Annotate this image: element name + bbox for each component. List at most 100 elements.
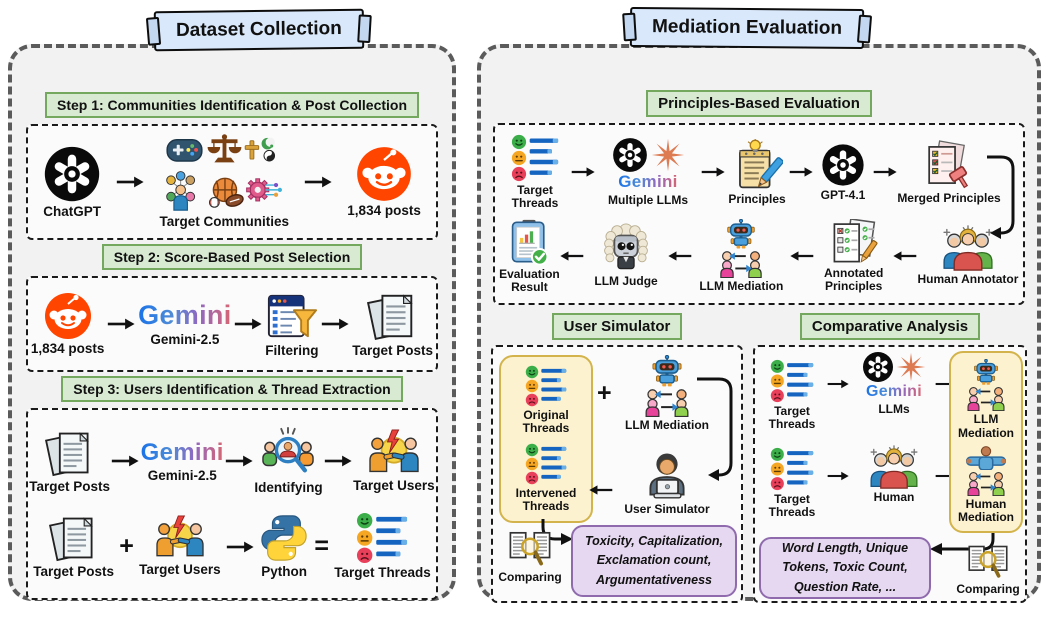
target-communities-node: Target Communities bbox=[159, 134, 289, 230]
multiple-llms-node: Gemini Multiple LLMs bbox=[595, 137, 701, 207]
step3-box: Target Posts Gemini Gemini-2.5 Identifyi… bbox=[26, 408, 438, 600]
gemini-model-label: Gemini-2.5 bbox=[147, 467, 217, 483]
human-node: Human bbox=[853, 445, 935, 504]
target-threads-node: Target Threads bbox=[334, 512, 431, 581]
filtering-node: Filtering bbox=[265, 290, 319, 359]
merged-principles-icon bbox=[924, 140, 974, 190]
posts-count-label: 1,834 posts bbox=[30, 340, 105, 356]
gemini-wordmark: Gemini bbox=[140, 438, 224, 466]
comparing-node: Comparing bbox=[495, 529, 565, 584]
llm-mediation-node: LLM Mediation bbox=[615, 355, 719, 432]
target-threads-node: Target Threads bbox=[755, 359, 829, 431]
step1-box: ChatGPT Target Communities 1,834 posts bbox=[26, 124, 438, 240]
arrow-left-icon bbox=[668, 249, 692, 263]
people-pair-icon bbox=[719, 250, 763, 278]
gpt41-label: GPT-4.1 bbox=[820, 187, 866, 202]
principles-node: Principles bbox=[725, 139, 789, 206]
filter-icon bbox=[266, 290, 318, 342]
documents-icon bbox=[45, 428, 95, 478]
posts-count-label: 1,834 posts bbox=[347, 202, 421, 218]
comparative-metrics-box: Word Length, Unique Tokens, Toxic Count,… bbox=[759, 537, 931, 599]
arrow-right-icon bbox=[873, 165, 897, 179]
target-users-label: Target Users bbox=[139, 562, 221, 578]
arrow-right-icon bbox=[111, 454, 139, 468]
llm-mediation-label: LLM Mediation bbox=[958, 412, 1014, 440]
arrow-right-icon bbox=[789, 165, 813, 179]
gemini-wordmark: Gemini bbox=[138, 300, 232, 331]
arrow-right-icon bbox=[827, 469, 849, 483]
arrow-right-icon bbox=[324, 454, 352, 468]
arrow-right-icon bbox=[321, 317, 349, 331]
target-users-node: Target Users bbox=[139, 515, 221, 578]
user-simulator-icon bbox=[640, 453, 694, 501]
comparing-icon bbox=[507, 529, 553, 569]
annotated-principles-icon bbox=[829, 219, 879, 265]
reddit-posts-node: 1,834 posts bbox=[347, 146, 421, 219]
dataset-collection-title-text: Dataset Collection bbox=[175, 17, 342, 42]
merged-principles-label: Merged Principles bbox=[897, 190, 1001, 205]
chatgpt-icon bbox=[862, 351, 894, 383]
python-node: Python bbox=[259, 513, 309, 580]
gemini-model-label: Gemini-2.5 bbox=[150, 332, 220, 348]
llm-mediation-label: LLM Mediation bbox=[699, 278, 784, 293]
equals-operator: = bbox=[314, 532, 329, 561]
comparing-node: Comparing bbox=[955, 543, 1021, 596]
llms-node: Gemini LLMs bbox=[853, 351, 935, 416]
step3-header: Step 3: Users Identification & Thread Ex… bbox=[61, 376, 403, 402]
arrow-right-icon bbox=[226, 540, 254, 554]
plus-operator: + bbox=[119, 532, 134, 561]
gpt41-node: GPT-4.1 bbox=[813, 143, 873, 202]
reddit-icon bbox=[356, 146, 412, 202]
target-posts-node: Target Posts bbox=[29, 428, 110, 495]
merged-principles-node: Merged Principles bbox=[897, 140, 1001, 205]
llm-mediation-node: LLM Mediation bbox=[955, 359, 1017, 439]
target-users-icon bbox=[154, 515, 206, 561]
claude-star-icon bbox=[896, 352, 926, 382]
comparative-analysis-header: Comparative Analysis bbox=[799, 313, 981, 340]
human-mediation-label: Human Mediation bbox=[958, 497, 1014, 525]
human-mediator-icon bbox=[965, 446, 1007, 470]
llm-judge-node: LLM Judge bbox=[584, 223, 668, 288]
threads-icon bbox=[356, 512, 408, 564]
llm-judge-icon bbox=[600, 223, 652, 273]
arrow-right-icon bbox=[571, 165, 595, 179]
arrow-right-icon bbox=[225, 454, 253, 468]
arrow-right-icon bbox=[304, 175, 332, 189]
threads-icon bbox=[525, 365, 567, 407]
annotated-principles-node: Annotated Principles bbox=[814, 219, 893, 293]
user-simulator-label: User Simulator bbox=[624, 502, 710, 516]
mediation-yellow-box: LLM Mediation Human Mediation bbox=[949, 351, 1023, 533]
human-label: Human bbox=[873, 490, 915, 504]
people-pair-icon bbox=[966, 471, 1006, 496]
target-threads-label: Target Threads bbox=[768, 492, 816, 520]
threads-yellow-box: Original Threads Intervened Threads bbox=[499, 355, 593, 523]
llm-mediation-label: LLM Mediation bbox=[625, 418, 709, 432]
human-annotator-label: Human Annotator bbox=[917, 272, 1019, 287]
reddit-posts-node: 1,834 posts bbox=[30, 292, 105, 357]
target-threads-node: Target Threads bbox=[499, 134, 571, 210]
original-threads-label: Original Threads bbox=[522, 407, 570, 435]
user-simulator-box: Original Threads Intervened Threads + LL… bbox=[491, 345, 743, 603]
principles-label: Principles bbox=[728, 191, 786, 206]
principles-notepad-icon bbox=[731, 139, 783, 191]
user-simulator-section: User Simulator Original Threads Interven… bbox=[491, 313, 743, 603]
comparative-analysis-section: Comparative Analysis Target Threads Gemi… bbox=[753, 313, 1027, 603]
mediation-evaluation-title-text: Mediation Evaluation bbox=[651, 16, 843, 39]
arrow-left-icon bbox=[589, 483, 613, 497]
arrow-right-icon bbox=[827, 377, 849, 391]
dataset-collection-panel: Step 1: Communities Identification & Pos… bbox=[8, 44, 456, 601]
identify-icon bbox=[260, 427, 316, 479]
human-group-icon bbox=[868, 445, 920, 489]
chatgpt-label: ChatGPT bbox=[43, 203, 102, 219]
target-threads-label: Target Threads bbox=[768, 404, 816, 432]
arrow-right-icon bbox=[107, 317, 135, 331]
target-posts-label: Target Posts bbox=[33, 564, 115, 580]
threads-icon bbox=[770, 359, 814, 403]
intervened-threads-node: Intervened Threads bbox=[508, 443, 584, 513]
principles-evaluation-header: Principles-Based Evaluation bbox=[646, 90, 872, 117]
gemini-wordmark: Gemini bbox=[865, 383, 923, 400]
target-users-node: Target Users bbox=[353, 429, 435, 494]
mediation-evaluation-title: Mediation Evaluation bbox=[629, 6, 865, 50]
robot-icon bbox=[971, 359, 1001, 386]
annotated-principles-label: Annotated Principles bbox=[824, 265, 884, 293]
